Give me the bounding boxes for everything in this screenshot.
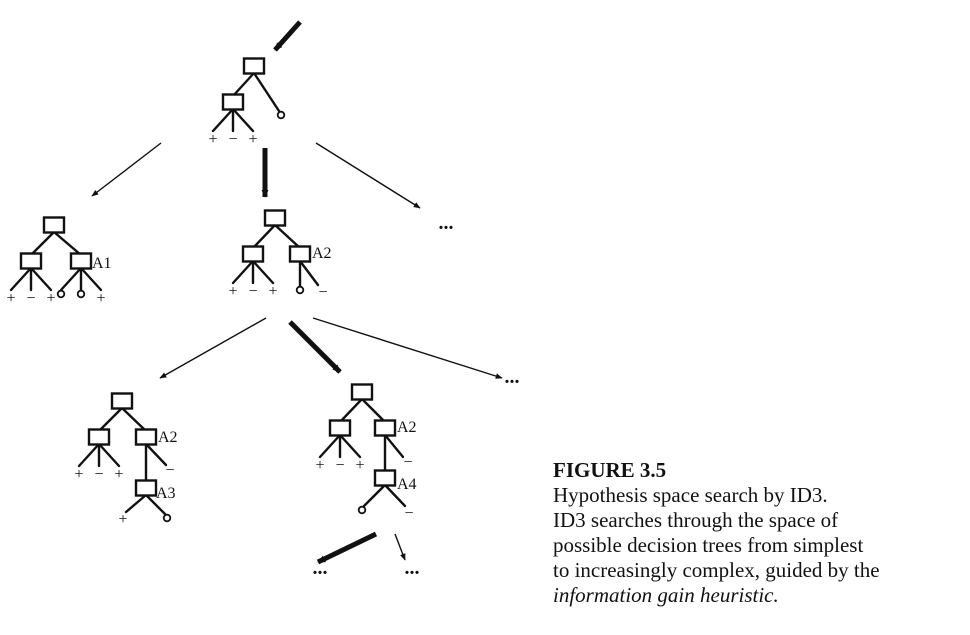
arrow-level2-right bbox=[312, 317, 503, 379]
tree-l2-mid-c1-branch-3 bbox=[251, 259, 275, 285]
tree-l3-mid-c1-leaf-3-plus: + bbox=[355, 457, 364, 474]
arrow-level1-right bbox=[315, 142, 421, 209]
ellipsis-level2-right: ... bbox=[439, 212, 454, 234]
tree-l3-mid-root bbox=[350, 383, 374, 401]
tree-top-leaf-1-plus: + bbox=[208, 131, 217, 148]
tree-top-root bbox=[242, 57, 266, 75]
tree-l3-mid-child-3 bbox=[373, 469, 397, 487]
node-label-a2-left: A2 bbox=[158, 429, 178, 446]
tree-l3-mid-c1-leaf-2-minus: − bbox=[335, 457, 344, 474]
tree-l3-mid-child-1 bbox=[328, 419, 352, 437]
node-label-a3: A3 bbox=[156, 485, 176, 502]
tree-l3-left-c1-branch-1 bbox=[77, 442, 101, 468]
tree-l3-left-c1-leaf-2-minus: − bbox=[94, 466, 103, 483]
arrow-level2-left bbox=[159, 317, 267, 379]
tree-l3-left-c1-leaf-1-plus: + bbox=[74, 466, 83, 483]
tree-l3-left-c1-leaf-3-plus: + bbox=[114, 466, 123, 483]
tree-l2-mid-c1-branch-1 bbox=[231, 259, 255, 285]
tree-l3-mid-c2-branch-2 bbox=[383, 433, 405, 459]
tree-l3-left-child-2 bbox=[134, 428, 158, 446]
tree-l2-left-c2-branch-3 bbox=[79, 266, 103, 292]
tree-l3-left-c2-branch-2 bbox=[144, 442, 168, 467]
tree-l2-left-c1-branch-3 bbox=[29, 266, 53, 292]
node-label-a2-mid: A2 bbox=[397, 419, 417, 436]
tree-l2-mid-c1-leaf-1-plus: + bbox=[228, 283, 237, 300]
tree-l3-mid-c1-leaf-1-plus: + bbox=[315, 457, 324, 474]
node-label-a1: A1 bbox=[92, 255, 112, 272]
tree-l3-mid-c3-branch-2 bbox=[383, 483, 407, 508]
tree-l2-mid-c1-leaf-2-minus: − bbox=[248, 283, 257, 300]
tree-top-branch-3 bbox=[231, 107, 255, 133]
tree-l3-mid-c1-branch-1 bbox=[318, 433, 342, 459]
tree-l2-left-c2-leaf-circle-2 bbox=[76, 289, 86, 299]
tree-l2-mid-root bbox=[263, 209, 287, 227]
tree-l3-left-child-3 bbox=[134, 479, 158, 497]
caption-line-2: ID3 searches through the space of bbox=[553, 508, 839, 532]
tree-l2-left-c1-branch-1 bbox=[9, 266, 33, 292]
ellipsis-level4-right: ... bbox=[405, 557, 420, 579]
tree-l3-left-edge-right bbox=[120, 406, 148, 433]
tree-l3-mid-edge-right bbox=[360, 397, 387, 424]
ellipsis-level3-right: ... bbox=[505, 366, 520, 388]
tree-l3-left-root bbox=[110, 392, 134, 410]
tree-l2-left-edge-left bbox=[29, 230, 56, 257]
arrow-entry bbox=[273, 20, 302, 52]
tree-l3-left-child-1 bbox=[87, 428, 111, 446]
caption-line-1: Hypothesis space search by ID3. bbox=[553, 483, 828, 507]
tree-l3-mid-edge-left bbox=[338, 397, 364, 424]
tree-l2-left-root bbox=[42, 216, 66, 234]
arrow-level3-right bbox=[394, 533, 406, 561]
tree-l2-left-c2-leaf-3-plus: + bbox=[96, 290, 105, 307]
caption-line-3: possible decision trees from simplest bbox=[553, 533, 864, 557]
tree-l2-left-c2-leaf-circle-1 bbox=[56, 289, 66, 299]
tree-l3-left-c2-leaf-minus: − bbox=[165, 462, 174, 479]
tree-l3-left-edge-left bbox=[97, 406, 124, 433]
tree-l3-mid-c2-leaf-minus: − bbox=[403, 454, 412, 471]
tree-l2-mid-child-1 bbox=[241, 245, 265, 263]
tree-l2-mid-c1-leaf-3-plus: + bbox=[268, 283, 277, 300]
tree-l2-mid-edge-left bbox=[251, 223, 277, 250]
tree-l2-left-edge-right bbox=[52, 230, 83, 257]
tree-l2-left-c1-leaf-1-plus: + bbox=[6, 290, 15, 307]
caption-title: FIGURE 3.5 bbox=[553, 458, 667, 482]
tree-l2-left-c1-leaf-2-minus: − bbox=[26, 290, 35, 307]
tree-l3-left-c3-leaf-circle bbox=[162, 513, 172, 523]
ellipsis-level4-left: ... bbox=[313, 557, 328, 579]
node-label-a2-level2: A2 bbox=[312, 245, 332, 262]
tree-l3-mid-c1-branch-3 bbox=[338, 433, 362, 459]
tree-l3-mid-c3-leaf-minus: − bbox=[404, 505, 413, 522]
tree-l2-mid-c2-branch-2 bbox=[298, 259, 320, 287]
tree-l3-left-c3-branch-1 bbox=[124, 493, 148, 514]
tree-l2-mid-c2-leaf-minus: − bbox=[318, 284, 327, 301]
tree-l3-mid-c3-leaf-circle bbox=[357, 505, 367, 515]
arrow-level2-down bbox=[288, 320, 342, 374]
tree-l2-left-c1-leaf-3-plus: + bbox=[46, 290, 55, 307]
node-label-a4: A4 bbox=[397, 476, 417, 493]
tree-top-edge-right bbox=[252, 71, 281, 113]
tree-l3-left-c3-branch-2 bbox=[144, 493, 167, 516]
tree-l2-mid-c2-leaf-circle bbox=[295, 285, 305, 295]
figure-caption: FIGURE 3.5 Hypothesis space search by ID… bbox=[553, 458, 963, 608]
arrow-level3-left bbox=[316, 531, 378, 565]
tree-top-leaf-circle bbox=[276, 110, 286, 120]
tree-top-child bbox=[221, 93, 245, 111]
caption-line-4: to increasingly complex, guided by the bbox=[553, 558, 880, 582]
tree-l3-mid-child-2 bbox=[373, 419, 397, 437]
tree-l2-left-c2-branch-1 bbox=[59, 266, 83, 292]
tree-l3-left-c1-branch-3 bbox=[97, 442, 121, 468]
tree-l2-left-child-2 bbox=[69, 252, 93, 270]
tree-l2-mid-child-2 bbox=[288, 245, 312, 263]
tree-l3-mid-c3-branch-1 bbox=[362, 483, 387, 508]
tree-top-edge-left bbox=[231, 71, 256, 98]
tree-l2-left-child-1 bbox=[19, 252, 43, 270]
arrow-level1-left bbox=[91, 142, 162, 197]
tree-l3-left-c3-leaf-plus: + bbox=[118, 511, 127, 528]
caption-line-5: information gain heuristic. bbox=[553, 583, 779, 607]
tree-l2-mid-edge-right bbox=[273, 223, 302, 250]
tree-top-leaf-2-minus: − bbox=[228, 131, 237, 148]
tree-top-branch-1 bbox=[211, 107, 235, 133]
tree-top-leaf-3-plus: + bbox=[248, 131, 257, 148]
